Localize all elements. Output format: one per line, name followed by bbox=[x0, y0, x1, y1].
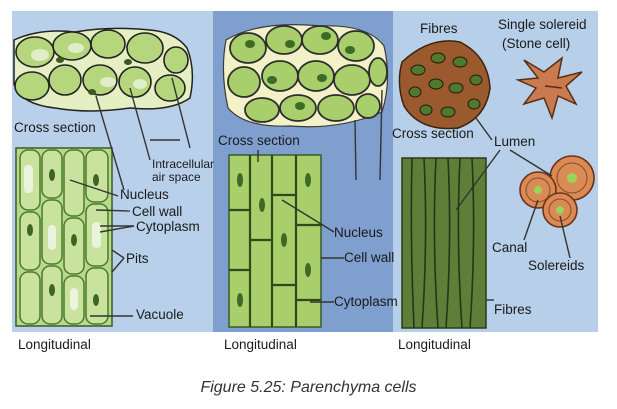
single-sclereid-label-line2: (Stone cell) bbox=[502, 36, 571, 51]
sclereids-cluster bbox=[519, 155, 595, 228]
pits-label: Pits bbox=[126, 251, 149, 266]
sclereids-label: Solereids bbox=[528, 258, 585, 273]
middle-cell-wall-label: Cell wall bbox=[344, 250, 395, 265]
fibres-cross-section bbox=[398, 40, 491, 130]
fibres-top-label: Fibres bbox=[420, 21, 458, 36]
fibres-bottom-label: Fibres bbox=[494, 302, 532, 317]
right-leader-lines bbox=[455, 117, 571, 301]
intercellular-label-line2: air space bbox=[152, 170, 201, 184]
left-longitudinal bbox=[15, 147, 113, 327]
right-cross-section-label: Cross section bbox=[392, 126, 474, 141]
canal-label: Canal bbox=[492, 240, 528, 255]
lumen-label: Lumen bbox=[494, 134, 536, 149]
middle-cross-section bbox=[222, 24, 389, 128]
left-cell-wall-label: Cell wall bbox=[132, 204, 183, 219]
middle-longitudinal bbox=[228, 154, 322, 328]
middle-cross-section-label: Cross section bbox=[218, 133, 300, 148]
middle-leader-lines bbox=[257, 89, 383, 303]
vacuole-label: Vacuole bbox=[136, 307, 184, 322]
middle-longitudinal-label: Longitudinal bbox=[224, 337, 297, 352]
single-sclereid bbox=[515, 56, 583, 121]
middle-cytoplasm-label: Cytoplasm bbox=[334, 294, 398, 309]
right-longitudinal-label: Longitudinal bbox=[398, 337, 471, 352]
left-cross-section bbox=[13, 27, 194, 112]
left-cytoplasm-label: Cytoplasm bbox=[136, 219, 200, 234]
left-longitudinal-label: Longitudinal bbox=[18, 337, 91, 352]
left-nucleus-label: Nucleus bbox=[120, 187, 169, 202]
left-cross-section-label: Cross section bbox=[14, 120, 96, 135]
intercellular-label-line1: Intracellular bbox=[152, 157, 215, 171]
fibres-longitudinal bbox=[401, 157, 487, 329]
figure-caption: Figure 5.25: Parenchyma cells bbox=[200, 379, 417, 396]
left-leader-lines bbox=[69, 77, 191, 317]
single-sclereid-label-line1: Single solereid bbox=[498, 17, 587, 32]
middle-nucleus-label: Nucleus bbox=[334, 225, 383, 240]
